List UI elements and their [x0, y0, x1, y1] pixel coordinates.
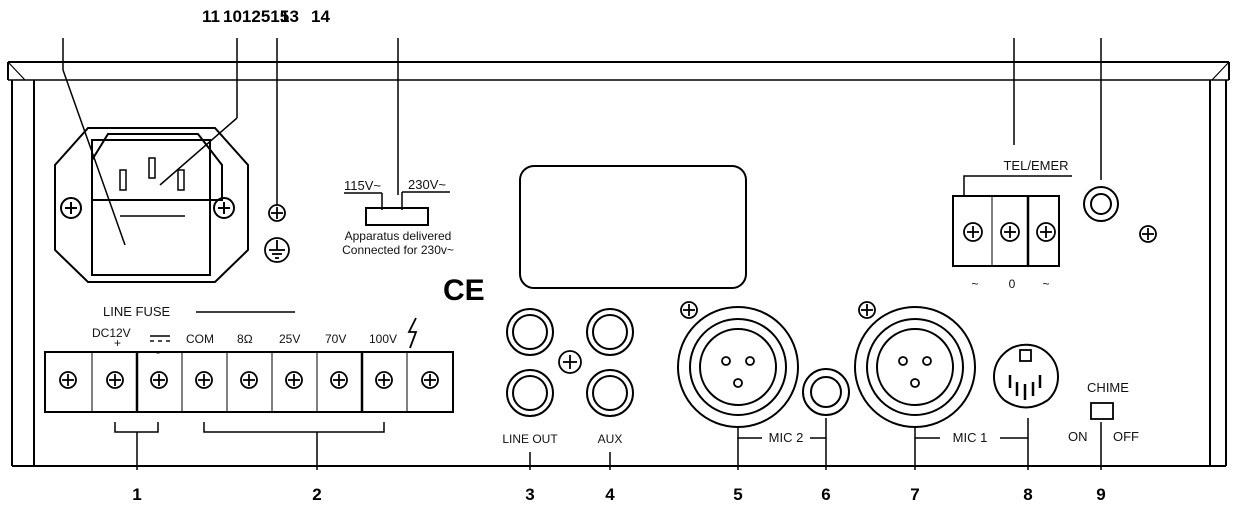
callout-14: 14 — [311, 7, 330, 26]
terminal-label-com: COM — [186, 332, 214, 346]
voltage-115-label: 115V~ — [344, 178, 381, 193]
mic1-bracket — [914, 418, 1029, 470]
panel-screw-right — [1139, 225, 1157, 243]
emer-jack[interactable] — [1083, 186, 1119, 222]
chime-on-label: ON — [1068, 429, 1088, 444]
callout-bottom-6: 6 — [821, 485, 830, 504]
chime-switch[interactable] — [1090, 402, 1114, 420]
voltage-note-line2: Connected for 230v~ — [342, 243, 454, 257]
chassis-outline — [7, 61, 1230, 467]
earth-ground-icon — [264, 204, 290, 263]
callout-bottom-9: 9 — [1096, 485, 1105, 504]
terminal-label-100v: 100V — [369, 332, 397, 346]
mic2-bracket — [737, 418, 827, 470]
aux-label: AUX — [598, 432, 623, 446]
display-window — [519, 165, 747, 289]
dc-minus-symbol — [150, 335, 170, 342]
mic2-xlr-jack[interactable] — [677, 301, 799, 428]
tel-emer-terminal[interactable] — [952, 175, 1072, 267]
voltage-selector[interactable]: 115V~ 230V~ Apparatus delivered Connecte… — [342, 175, 454, 257]
mic1-label: MIC 1 — [953, 430, 988, 445]
callout-13: 13 — [280, 7, 299, 26]
mic2-phone-jack[interactable] — [802, 368, 850, 416]
callout-bottom-3: 3 — [525, 485, 534, 504]
terminal-strip[interactable] — [44, 351, 454, 470]
mic2-label: MIC 2 — [769, 430, 804, 445]
callout-bottom-1: 1 — [132, 485, 141, 504]
callout-bottom-8: 8 — [1023, 485, 1032, 504]
power-inlet[interactable] — [54, 69, 249, 283]
chime-off-label: OFF — [1113, 429, 1139, 444]
terminal-label-25v: 25V — [279, 332, 300, 346]
top-leader-lines — [62, 38, 1102, 205]
terminal-label-8ohm: 8Ω — [237, 332, 253, 346]
chime-label: CHIME — [1087, 380, 1129, 395]
terminal-plus: + — [114, 336, 121, 350]
terminal-label-70v: 70V — [325, 332, 346, 346]
callout-bottom-7: 7 — [910, 485, 919, 504]
callout-bottom-5: 5 — [733, 485, 742, 504]
tel-emer-label: TEL/EMER — [1003, 158, 1068, 173]
line-out-label: LINE OUT — [502, 432, 558, 446]
line-fuse-label: LINE FUSE — [103, 304, 171, 319]
ce-mark: CE — [443, 274, 485, 307]
tel-pin-3: ~ — [1042, 277, 1049, 291]
mic1-xlr-jack[interactable] — [854, 301, 976, 428]
rca-jacks[interactable] — [506, 308, 634, 417]
bottom-callouts: 1 2 3 4 5 6 7 8 9 — [132, 485, 1105, 504]
callout-bottom-4: 4 — [605, 485, 615, 504]
terminal-label-dc12v: DC12V — [92, 326, 131, 340]
callout-bottom-2: 2 — [312, 485, 321, 504]
callout-10-12-15: 1012515 — [223, 7, 289, 26]
voltage-note-line1: Apparatus delivered — [345, 229, 452, 243]
din-socket[interactable] — [993, 343, 1059, 409]
tel-pin-1: ~ — [971, 277, 978, 291]
tel-pin-2: 0 — [1009, 277, 1016, 291]
callout-11: 11 — [202, 7, 220, 26]
voltage-230-label: 230V~ — [408, 177, 446, 192]
lightning-icon — [407, 317, 418, 349]
